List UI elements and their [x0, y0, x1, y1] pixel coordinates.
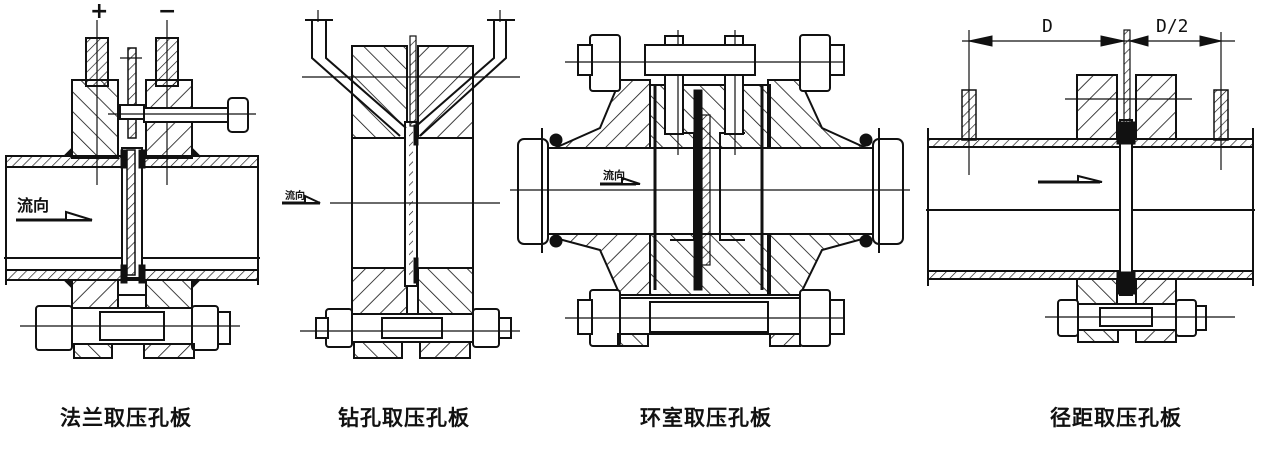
figure-flange-tap: [4, 20, 260, 359]
figure-radius-tap: [926, 29, 1255, 343]
tap-minus-label: −: [158, 0, 176, 24]
caption-drilled-tap: 钻孔取压孔板: [338, 406, 470, 430]
dim-label-d: D: [1042, 16, 1053, 37]
flow-label-flange: 流向: [17, 196, 49, 215]
caption-radius-tap: 径距取压孔板: [1050, 406, 1182, 430]
flow-label-drilled: 流向: [285, 189, 305, 202]
figure-annular-tap: [510, 30, 910, 347]
flow-label-annular: 流向: [603, 168, 625, 182]
dim-label-d-half: D/2: [1156, 16, 1189, 37]
tap-plus-label: +: [90, 0, 108, 24]
caption-annular-tap: 环室取压孔板: [640, 406, 772, 430]
caption-flange-tap: 法兰取压孔板: [60, 406, 192, 430]
upper-flange-left: [71, 79, 119, 159]
figure-drilled-tap: [282, 10, 520, 359]
